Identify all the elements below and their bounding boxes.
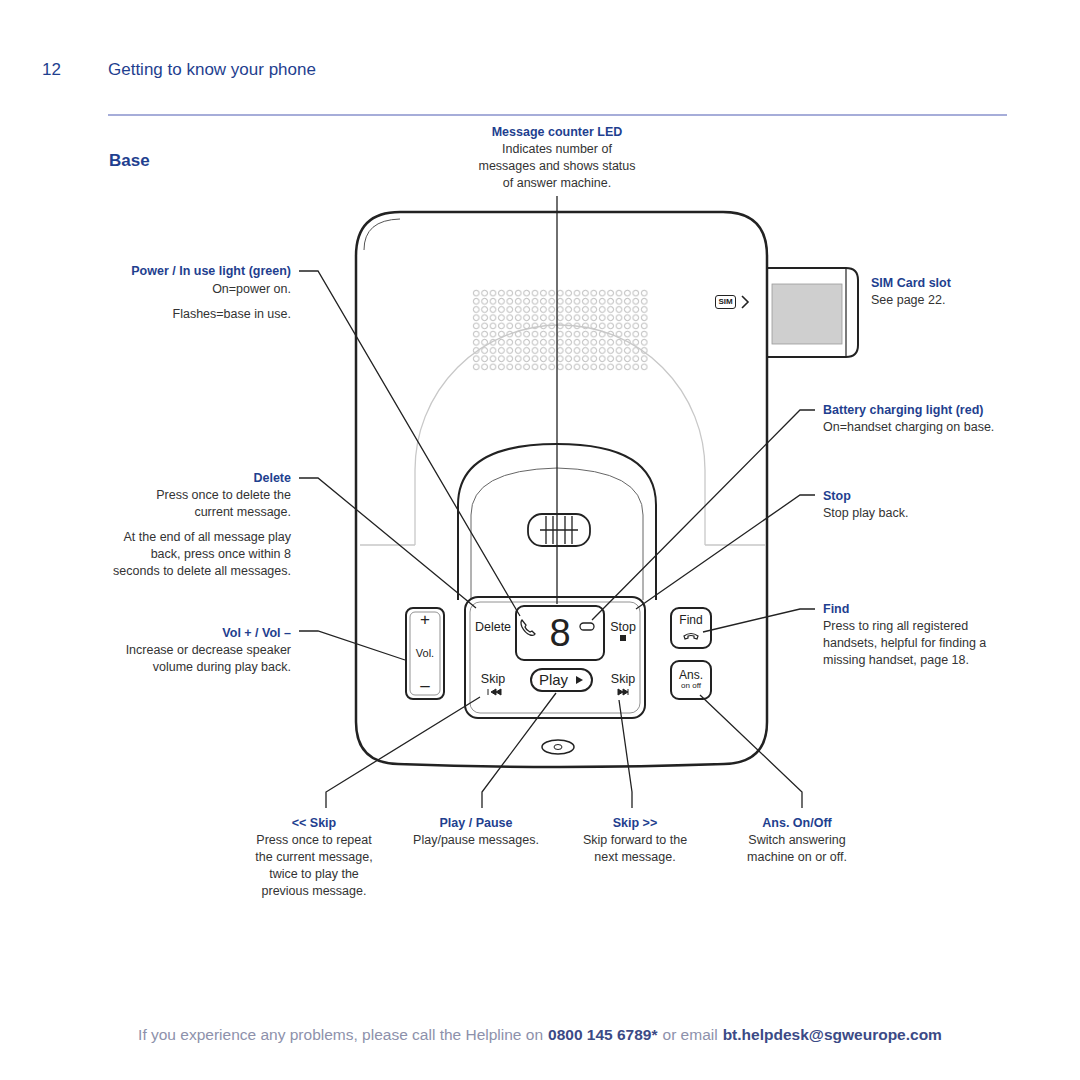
leader-line <box>703 609 815 632</box>
callout-heading: Battery charging light (red) <box>823 402 983 419</box>
sim-icon: SIM <box>715 295 736 309</box>
callout-heading: << Skip <box>292 815 336 832</box>
speaker-grill <box>472 289 648 371</box>
footer-text: bt.helpdesk@sgweurope.com <box>723 1026 942 1044</box>
leader-line <box>592 410 815 620</box>
sim-tray <box>762 268 858 357</box>
callout-heading: Power / In use light (green) <box>131 263 291 280</box>
button-text: Find <box>679 614 702 627</box>
callout-text: Press once to delete the current message… <box>141 487 291 521</box>
callout-text: Press to ring all registered handsets, h… <box>823 618 1005 669</box>
callout-text: Indicates number of messages and shows s… <box>472 141 642 192</box>
callout-text: See page 22. <box>871 292 945 309</box>
sim-arrow <box>742 296 748 308</box>
charging-contact <box>528 514 590 546</box>
footer-text: or email <box>663 1026 718 1044</box>
callout-text: On=handset charging on base. <box>823 419 994 436</box>
button-label: Skip <box>611 671 635 688</box>
leader-line <box>299 271 520 616</box>
button-text: on off <box>681 682 701 691</box>
callout-heading: Find <box>823 601 849 618</box>
callout-heading: Message counter LED <box>492 124 623 141</box>
callout-text: Flashes=base in use. <box>173 306 291 323</box>
footer-text: If you experience any problems, please c… <box>138 1026 543 1044</box>
volume-rocker: + Vol. – <box>405 607 445 700</box>
button-text: SIM <box>718 298 732 307</box>
button-text: Vol. <box>416 647 434 659</box>
leader-line <box>619 700 632 808</box>
base-housing <box>356 212 767 767</box>
message-counter-display: 8 <box>515 605 605 661</box>
leader-line <box>299 631 405 660</box>
callout-heading: Vol + / Vol – <box>222 625 291 642</box>
button-label: Delete <box>475 619 511 636</box>
skip-back-symbol <box>488 689 501 695</box>
leader-line <box>299 478 476 608</box>
section-heading: Base <box>109 151 150 171</box>
callout-text: Increase or decrease speaker volume duri… <box>113 642 291 676</box>
button-label: Stop <box>610 619 636 636</box>
find-handset-icon <box>684 634 698 640</box>
charging-light-icon <box>580 623 594 630</box>
play-symbol <box>576 676 583 684</box>
leader-line <box>482 693 556 808</box>
in-use-light-icon <box>521 620 535 635</box>
callout-heading: Play / Pause <box>440 815 513 832</box>
callout-heading: SIM Card slot <box>871 275 951 292</box>
leader-line <box>326 697 480 808</box>
page-header: Getting to know your phone <box>108 60 316 80</box>
footer-text: 0800 145 6789* <box>548 1026 657 1044</box>
callout-text: Press once to repeat the current message… <box>249 832 379 900</box>
button-text: – <box>420 677 429 696</box>
button-text: Play <box>539 672 568 689</box>
play-button: Play <box>530 668 593 692</box>
leader-line <box>556 196 557 604</box>
callout-text: Stop play back. <box>823 505 908 522</box>
header-rule <box>108 114 1007 116</box>
keypad-panel <box>465 597 645 718</box>
sim-tray-edge <box>845 268 846 357</box>
callout-heading: Skip >> <box>613 815 657 832</box>
base-foot-button <box>542 740 574 754</box>
stop-symbol <box>620 635 626 641</box>
leader-line <box>636 495 815 609</box>
skip-forward-symbol <box>618 689 628 695</box>
charging-contact-pins <box>540 516 578 544</box>
callout-heading: Stop <box>823 488 851 505</box>
helpline-footer: If you experience any problems, please c… <box>0 1026 1080 1044</box>
base-foot-button-dot <box>554 745 562 750</box>
callout-text: At the end of all message play back, pre… <box>103 529 291 580</box>
callout-text: Switch answering machine on or off. <box>738 832 856 866</box>
find-button: Find <box>670 607 712 649</box>
callout-heading: Ans. On/Off <box>762 815 831 832</box>
answer-machine-button: Ans.on off <box>670 660 712 700</box>
page-number: 12 <box>42 60 61 80</box>
housing-highlight <box>364 219 400 250</box>
leader-lines <box>299 196 815 808</box>
button-text: + <box>420 611 430 630</box>
volume-rocker-inner <box>410 612 440 695</box>
keypad-panel-inner <box>470 602 640 713</box>
button-label: Skip <box>481 671 505 688</box>
button-text: 8 <box>549 613 570 653</box>
button-text: Ans. <box>679 669 703 682</box>
sim-card <box>772 284 842 344</box>
callout-text: Skip forward to the next message. <box>576 832 694 866</box>
callout-heading: Delete <box>253 470 291 487</box>
callout-text: Play/pause messages. <box>413 832 539 849</box>
callout-text: On=power on. <box>212 281 291 298</box>
leader-line <box>700 695 802 808</box>
